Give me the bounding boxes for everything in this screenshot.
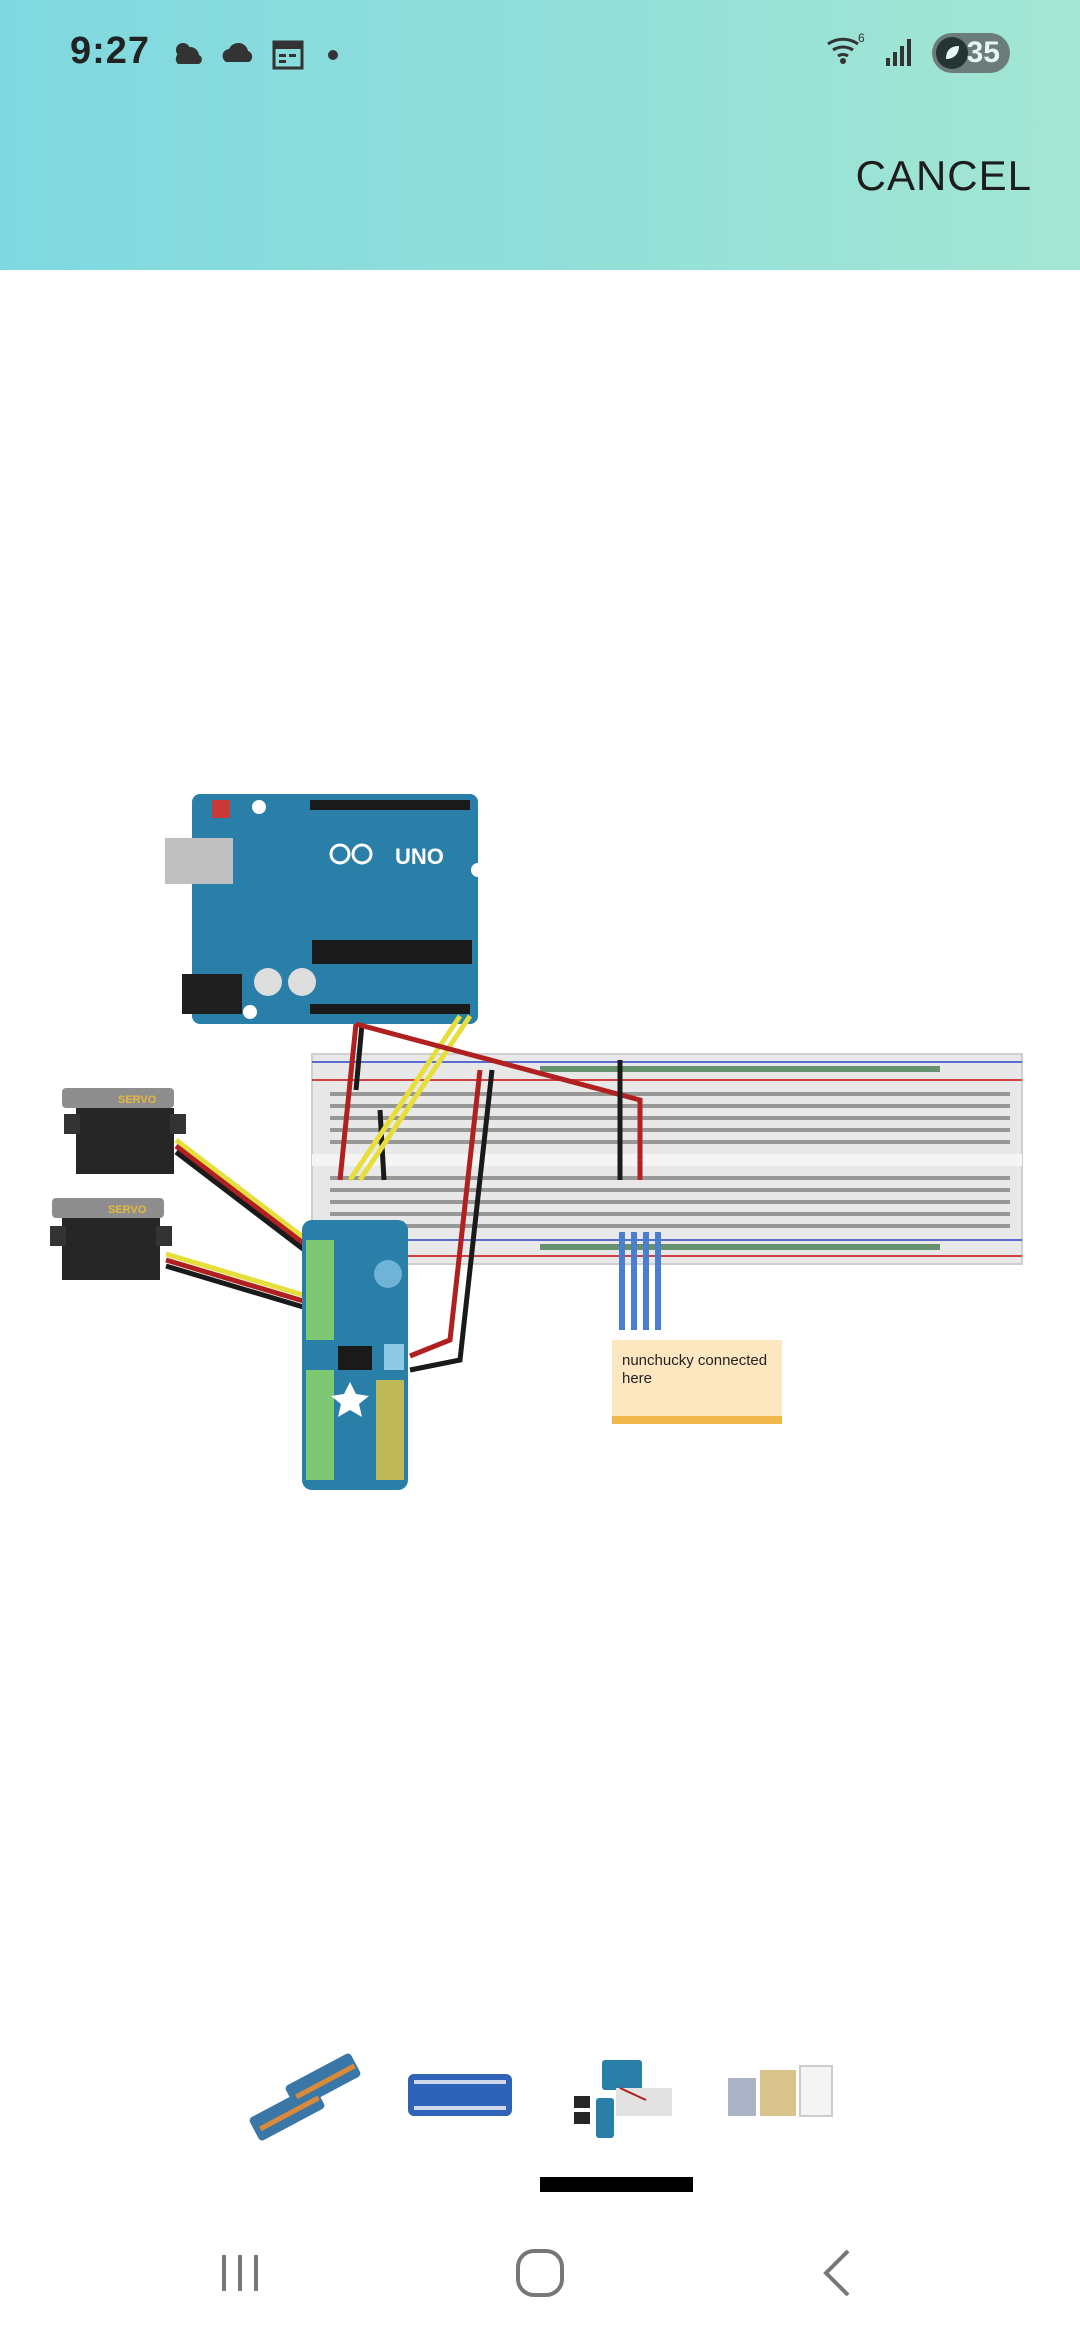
wifi-icon: 6 <box>824 30 868 75</box>
status-time: 9:27 <box>70 30 151 72</box>
sticky-note: nunchucky connected here <box>612 1340 782 1424</box>
power-saving-leaf-icon <box>936 36 968 69</box>
recents-button[interactable] <box>200 2240 280 2310</box>
home-icon <box>510 2243 570 2308</box>
jumper-wires <box>165 1014 661 1373</box>
cloud-icon <box>218 34 258 79</box>
servo-motor-top: SERVO <box>62 1088 186 1174</box>
thumbnail-strip <box>240 2040 840 2150</box>
thumbnail-servo-boards[interactable] <box>240 2040 364 2150</box>
cancel-button[interactable]: CANCEL <box>855 152 1032 199</box>
back-icon <box>810 2243 870 2308</box>
navigation-bar <box>0 2200 1080 2340</box>
battery-indicator: 35 <box>932 32 1010 73</box>
signal-icon <box>882 30 918 75</box>
thumbnail-package-contents[interactable] <box>714 2040 838 2150</box>
board-label: UNO <box>395 844 444 869</box>
servo-label-bottom: SERVO <box>108 1204 147 1216</box>
wifi-generation-label: 6 <box>858 31 865 45</box>
thumbnail-wiring-diagram[interactable] <box>556 2040 680 2150</box>
thumbnail-selection-indicator <box>540 2177 693 2192</box>
sticky-note-line2: here <box>622 1370 652 1387</box>
servo-motor-bottom: SERVO <box>50 1198 172 1280</box>
status-system-icons: 6 35 <box>824 30 1010 75</box>
dot-icon <box>318 34 348 79</box>
battery-level: 35 <box>966 35 1000 69</box>
arduino-uno-board: UNO <box>165 794 485 1024</box>
breadboard <box>311 1053 1023 1265</box>
home-button[interactable] <box>500 2240 580 2310</box>
status-notification-icons <box>168 34 348 79</box>
sticky-note-line1: nunchucky connected <box>622 1352 767 1369</box>
status-bar: 9:27 6 <box>0 0 1080 110</box>
thumbnail-pwm-board[interactable] <box>398 2040 522 2150</box>
recents-icon <box>210 2243 270 2308</box>
top-app-bar: 9:27 6 <box>0 0 1080 270</box>
wiring-diagram-image[interactable]: UNO <box>0 780 1080 1500</box>
pwm-servo-driver-board <box>302 1220 408 1490</box>
weather-sun-cloud-icon <box>168 34 208 79</box>
servo-label-top: SERVO <box>118 1094 157 1106</box>
back-button[interactable] <box>800 2240 880 2310</box>
calendar-icon <box>268 34 308 79</box>
